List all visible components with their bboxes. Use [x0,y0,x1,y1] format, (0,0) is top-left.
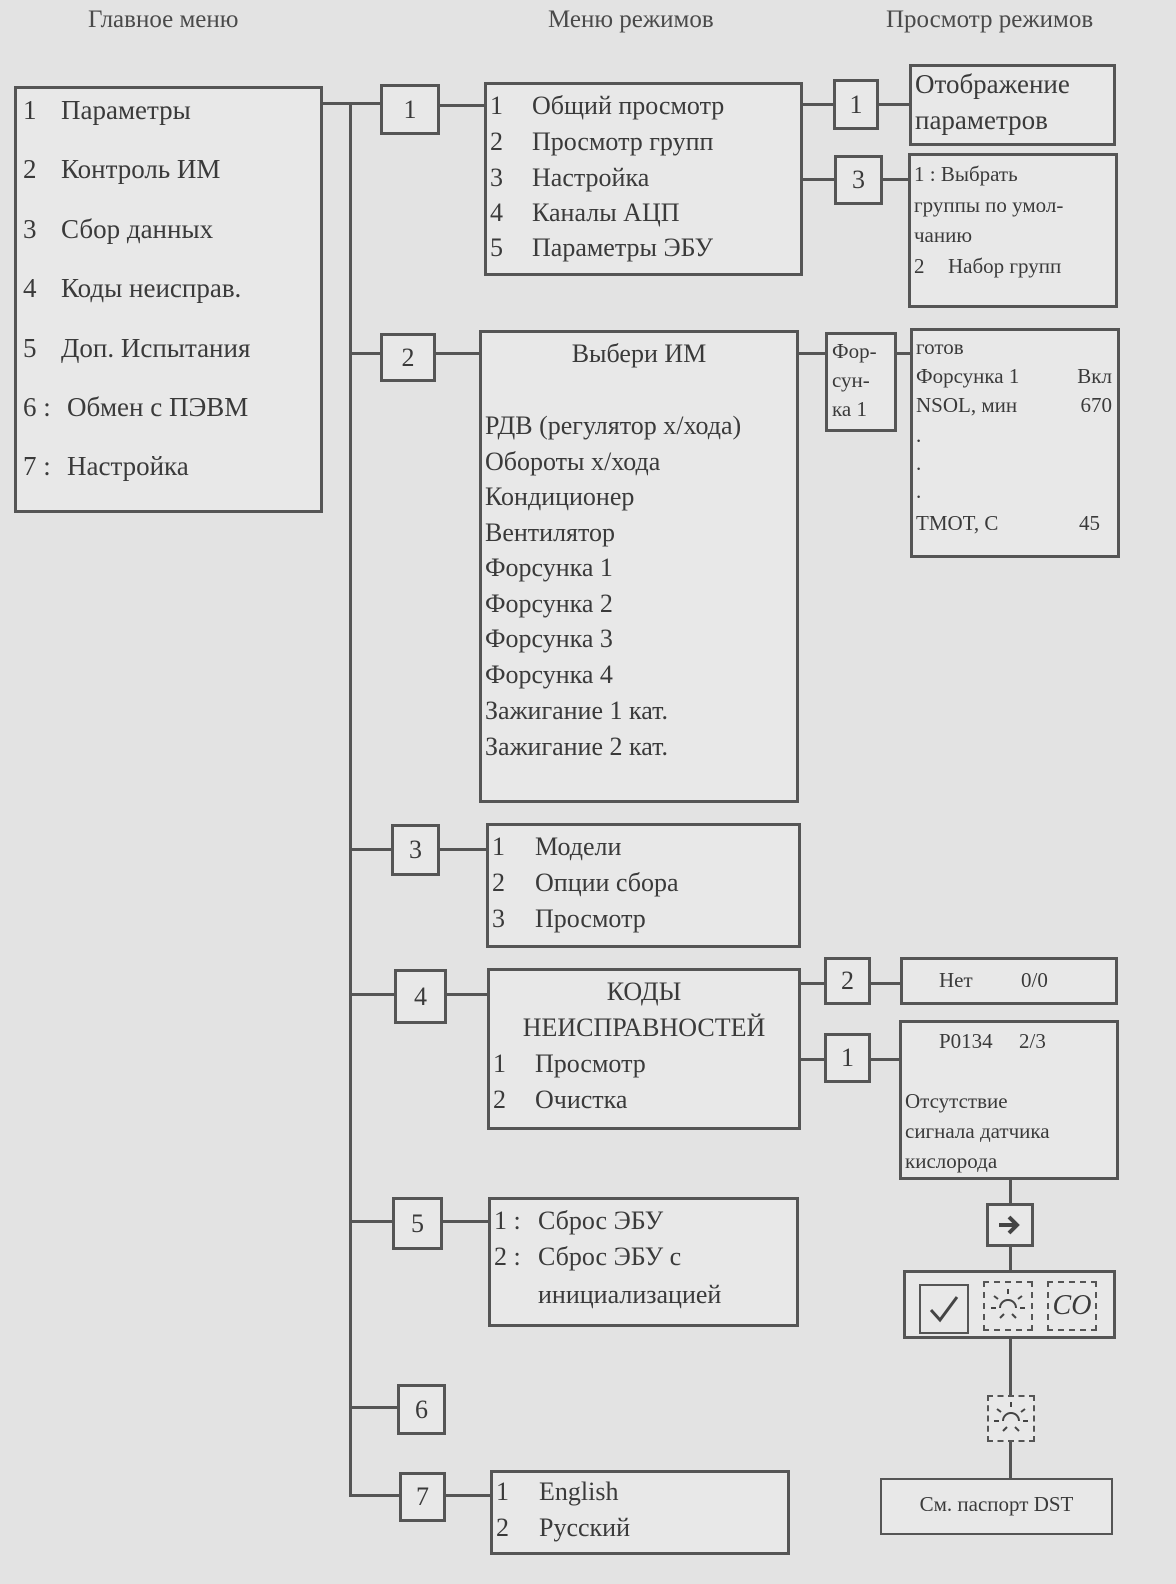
branch-number-3[interactable]: 3 [391,824,440,876]
tests-item-2-cont: инициализацией [538,1280,722,1309]
actuator-item-10[interactable]: Зажигание 2 кат. [485,732,669,761]
code-count: 2/3 [1019,1029,1046,1053]
main-menu-item-6[interactable]: 6 :Обмен с ПЭВМ [23,392,249,422]
status-dots-3: . [916,479,922,503]
branch-number-1[interactable]: 1 [380,84,440,135]
sun-icon-standalone[interactable] [987,1395,1035,1442]
params-display-box: Отображение параметров [909,64,1116,146]
injector-line3: ка 1 [832,397,867,421]
injector-line2: сун- [832,368,870,392]
groups-line2: группы по умол- [914,193,1064,217]
groups-line3: чанию [914,223,973,247]
injector-box[interactable]: Фор- сун- ка 1 [825,332,897,432]
code-desc-3: кислорода [905,1149,998,1173]
actuator-item-2[interactable]: Обороты х/хода [485,447,661,476]
codes-title-1: КОДЫ [606,977,682,1006]
branch-number-7[interactable]: 7 [399,1472,446,1522]
actuator-item-3[interactable]: Кондиционер [485,482,635,511]
check-icon[interactable] [919,1284,969,1334]
status-dots-2: . [916,451,922,475]
actuator-item-7[interactable]: Форсунка 3 [485,624,613,653]
code-desc-2: сигнала датчика [905,1119,1050,1143]
sun-icon[interactable] [983,1281,1033,1331]
co-icon-label: CO [1052,1290,1092,1321]
passport-box[interactable]: См. паспорт DST [880,1478,1113,1535]
actuator-item-1[interactable]: РДВ (регулятор х/хода) [485,411,742,440]
actuator-item-9[interactable]: Зажигание 1 кат. [485,696,669,725]
main-menu-item-7[interactable]: 7 :Настройка [23,451,189,481]
status-ready: готов [916,335,964,359]
params-display-line2: параметров [915,105,1048,135]
tests-submenu-box: 1 :Сброс ЭБУ 2 :Сброс ЭБУ с инициализаци… [488,1197,799,1327]
branch-number-6[interactable]: 6 [397,1384,446,1435]
injector-line1: Фор- [832,339,877,363]
codes-none-box: Нет 0/0 [900,957,1118,1005]
actuator-item-8[interactable]: Форсунка 4 [485,660,613,689]
status-dots-1: . [916,423,922,447]
groups-line1[interactable]: 1 : Выбрать [914,162,1018,186]
passport-label: См. паспорт DST [919,1492,1074,1516]
code-desc-1: Отсутствие [905,1089,1008,1113]
branch-number-4[interactable]: 4 [394,969,447,1024]
codes-clear-number[interactable]: 2 [824,957,871,1005]
view-modes-header: Просмотр режимов [886,6,1094,33]
codes-view-number[interactable]: 1 [824,1033,871,1083]
codes-none-value: 0/0 [1021,968,1048,992]
branch-number-2[interactable]: 2 [380,333,436,382]
code-id: P0134 [939,1029,993,1053]
code-detail-box: P0134 2/3 Отсутствие сигнала датчика кис… [899,1020,1119,1180]
params-view-number-1[interactable]: 1 [833,79,879,130]
params-display-line1: Отображение [915,69,1070,99]
actuator-item-4[interactable]: Вентилятор [485,518,616,547]
arrow-right-icon[interactable] [986,1203,1034,1247]
params-view-number-3[interactable]: 3 [834,155,883,205]
actuator-item-5[interactable]: Форсунка 1 [485,553,613,582]
tests-item-2[interactable]: 2 :Сброс ЭБУ с [494,1242,682,1271]
actuators-submenu-box: Выбери ИМ РДВ (регулятор х/хода) Обороты… [479,330,799,803]
modes-menu-header: Меню режимов [548,6,714,33]
actuators-title: Выбери ИМ [571,339,707,368]
co-icon[interactable]: CO [1047,1281,1097,1331]
branch-number-5[interactable]: 5 [392,1197,443,1250]
codes-title-2: НЕИСПРАВНОСТЕЙ [522,1013,766,1042]
actuator-item-6[interactable]: Форсунка 2 [485,589,613,618]
codes-none-label: Нет [939,968,973,992]
main-menu-header: Главное меню [88,6,239,33]
icon-toolbar: CO [903,1270,1116,1339]
tests-item-1[interactable]: 1 :Сброс ЭБУ [494,1206,664,1235]
